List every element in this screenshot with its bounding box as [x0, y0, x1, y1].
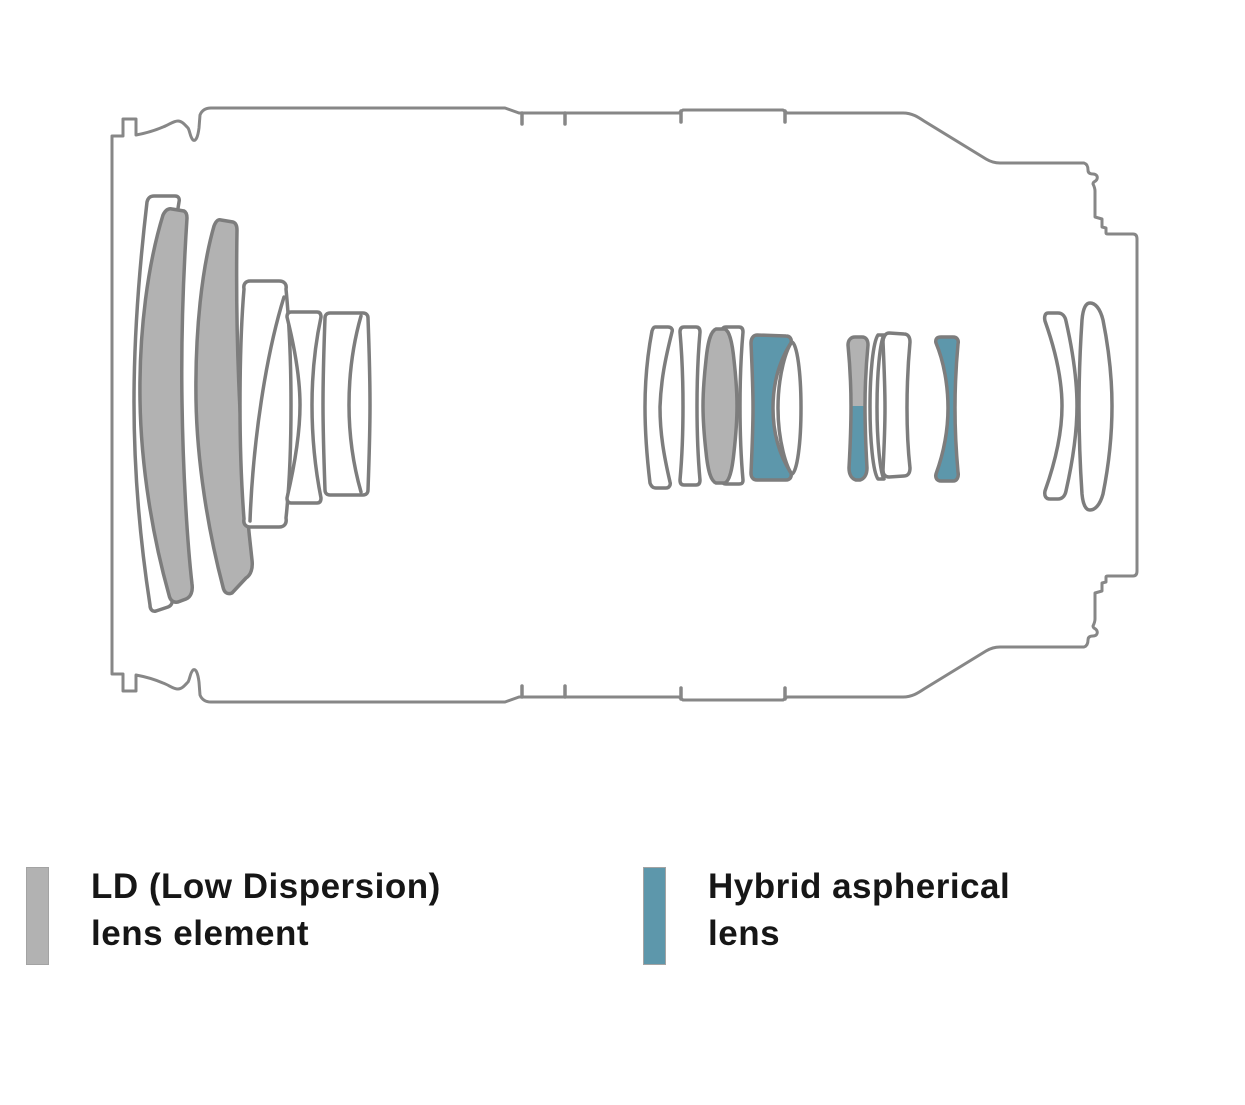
front-lens-group — [132, 194, 372, 613]
lens-element-split-fill — [848, 337, 868, 480]
lens-surface-line — [248, 295, 286, 523]
split-element-ld-half — [848, 337, 868, 406]
split-element-hybrid-half — [848, 406, 868, 480]
lens-element-crescent — [776, 340, 803, 476]
ld-color-swatch — [26, 867, 49, 965]
lens-barrel-outline — [110, 106, 1139, 704]
lens-element-doublet — [321, 311, 372, 497]
lens-element-biconcave — [285, 310, 323, 505]
lens-element-crescent — [868, 333, 886, 481]
lens-element — [238, 279, 293, 529]
legend-label-line: LD (Low Dispersion) — [91, 867, 441, 906]
lens-element-hybrid-aspherical — [934, 335, 960, 483]
lens-surface-line — [347, 314, 363, 494]
lens-element-split-outline — [846, 335, 870, 482]
lens-element-ld — [194, 218, 254, 596]
lens-element-meniscus — [1042, 311, 1079, 501]
barrel-ring-ticks — [520, 109, 787, 701]
legend-item-ld: LD (Low Dispersion) lens element — [26, 867, 441, 965]
middle-lens-group — [643, 325, 960, 490]
legend-label-line: lens element — [91, 914, 310, 953]
lens-element-ld — [701, 327, 739, 485]
lens-element — [678, 325, 702, 487]
lens-element-biconvex — [1077, 301, 1114, 512]
legend-label-ld: LD (Low Dispersion) lens element — [91, 863, 441, 957]
legend-item-hybrid: Hybrid aspherical lens — [643, 867, 1010, 965]
lens-element-ld — [138, 207, 194, 604]
legend-label-line: Hybrid aspherical — [708, 867, 1011, 906]
rear-lens-group — [1042, 301, 1114, 512]
hybrid-color-swatch — [643, 867, 666, 965]
legend-label-hybrid: Hybrid aspherical lens — [708, 863, 1010, 957]
legend-label-line: lens — [708, 914, 781, 953]
lens-element-meniscus — [643, 325, 674, 490]
lens-element — [881, 331, 912, 479]
